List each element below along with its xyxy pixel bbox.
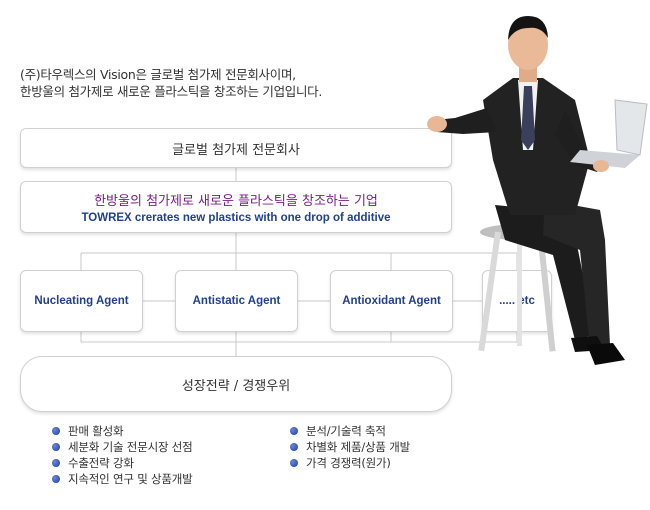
list-item: 수출전략 강화 [52,455,193,471]
list-item: 가격 경쟁력(원가) [290,455,410,471]
businessman-illustration [427,16,648,365]
agent-label: ..... etc [499,295,535,307]
intro-line-1: (주)타우렉스의 Vision은 글로벌 첨가제 전문회사이며, [20,67,296,82]
list-item: 분석/기술력 축적 [290,423,410,439]
list-item: 지속적인 연구 및 상품개발 [52,471,193,487]
laptop-icon [570,99,648,168]
core-vision-korean: 한방울의 첨가제로 새로운 플라스틱을 창조하는 기업 [94,194,378,209]
agent-label: Antioxidant Agent [342,295,441,307]
intro-text: (주)타우렉스의 Vision은 글로벌 첨가제 전문회사이며, 한방울의 첨가… [20,66,400,100]
bullet-list-left: 판매 활성화 세분화 기술 전문시장 선점 수출전략 강화 지속적인 연구 및 … [52,423,193,487]
list-item: 판매 활성화 [52,423,193,439]
agent-label: Antistatic Agent [192,295,281,307]
bullet-list-right: 분석/기술력 축적 차별화 제품/상품 개발 가격 경쟁력(원가) [290,423,410,471]
agent-box-antioxidant: Antioxidant Agent [330,270,453,332]
growth-strategy-label: 성장전략 / 경쟁우위 [181,378,291,394]
global-additive-label: 글로벌 첨가제 전문회사 [172,142,300,158]
core-vision-english: TOWREX crerates new plastics with one dr… [81,212,391,224]
list-item: 세분화 기술 전문시장 선점 [52,439,193,455]
global-additive-box: 글로벌 첨가제 전문회사 [20,128,452,168]
agent-box-antistatic: Antistatic Agent [175,270,298,332]
growth-strategy-box: 성장전략 / 경쟁우위 [20,356,452,412]
list-item: 차별화 제품/상품 개발 [290,439,410,455]
agent-box-nucleating: Nucleating Agent [20,270,143,332]
intro-line-2: 한방울의 첨가제로 새로운 플라스틱을 창조하는 기업입니다. [20,84,323,99]
agent-label: Nucleating Agent [34,295,129,307]
core-vision-box: 한방울의 첨가제로 새로운 플라스틱을 창조하는 기업 TOWREX crera… [20,181,452,233]
